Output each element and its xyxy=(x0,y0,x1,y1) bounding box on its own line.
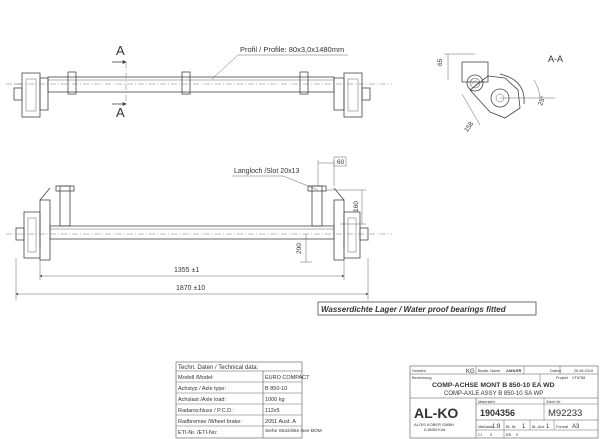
material-number: 1904356 xyxy=(480,408,515,418)
sheets-value: 1 xyxy=(546,424,550,430)
dim-1870: 1870 ±10 xyxy=(176,285,205,292)
section-letter-bottom: A xyxy=(116,105,125,120)
scale-label: Maßstab xyxy=(478,425,493,429)
weight-label: Gewicht xyxy=(412,369,427,373)
scale-value: 1:8 xyxy=(492,424,501,430)
sheets-label: Bl.-Anz. xyxy=(532,425,545,429)
tech-row-value: 112x5 xyxy=(265,408,280,414)
edited-name: ZAHLER xyxy=(506,369,522,373)
bearing-note-text: Wasserdichte Lager / Water proof bearing… xyxy=(321,305,507,314)
designation-label: Benennung xyxy=(412,376,431,380)
tech-rows: Modell /Model: EURO COMPACT Achstyp / Ax… xyxy=(176,375,322,436)
dim-158: 158 xyxy=(463,120,475,133)
top-axle-view: A A Profil / Profile: 80x3,0x1480mm xyxy=(6,43,392,120)
weight-unit: KG xyxy=(466,369,475,375)
left-hub-bottom xyxy=(15,187,51,261)
material-label: Materialnr. xyxy=(478,400,496,404)
project-value: VT6758 xyxy=(572,376,585,380)
bottom-axle-view: Langloch /Slot 20x13 60 160 200 xyxy=(6,156,392,300)
format-label: Format xyxy=(556,425,569,429)
dim-60: 60 xyxy=(337,159,345,166)
tech-row-value: B 850-10 xyxy=(265,386,287,392)
tech-table-title: Techn. Daten / Technical data: xyxy=(178,365,259,371)
format-value: A3 xyxy=(572,424,580,430)
left-hub-top xyxy=(13,72,49,118)
edited-label: Bearb. Name xyxy=(478,369,500,373)
section-letter-top: A xyxy=(116,43,125,58)
eb-label: EB xyxy=(506,433,512,437)
sheet-value: 1 xyxy=(522,424,526,430)
ci-label: CI xyxy=(478,433,482,437)
tech-row-label: ETI-Nr. /ETI-No: xyxy=(178,430,218,436)
tech-row-value: Siehe Stückliste /see BOM xyxy=(265,428,322,434)
section-view-label: A-A xyxy=(548,54,563,64)
date-value: 26.06.2018 xyxy=(574,369,593,373)
title-block: Gewicht KG Bearb. Name ZAHLER Datum 26.0… xyxy=(409,365,599,439)
tech-row-label: Achslast /Axle load: xyxy=(178,397,226,403)
sheet-label: Bl.-Nr. xyxy=(506,425,517,429)
eb-value: 0 xyxy=(516,433,518,437)
right-hub-top xyxy=(333,72,371,118)
tech-row-value: 2051 Aust. A xyxy=(265,419,296,425)
bearing-note: Wasserdichte Lager / Water proof bearing… xyxy=(317,301,537,316)
company-sub: D-89359 Kötz xyxy=(424,428,446,432)
ci-value: 0 xyxy=(490,433,492,437)
tech-row-label: Radbremse /Wheel brake: xyxy=(178,419,242,425)
drawing-title-en: COMP-AXLE ASSY B 850-10 SA WP xyxy=(444,391,543,397)
tech-row-value: EURO COMPACT xyxy=(265,375,310,381)
right-hub-bottom xyxy=(333,187,369,261)
dim-200: 200 xyxy=(296,243,303,254)
tech-row-label: Achstyp / Axle type: xyxy=(178,386,226,392)
drawing-no-label: Zeich.Nr. xyxy=(546,400,561,404)
tech-row-value: 1000 kg xyxy=(265,397,285,403)
dim-65: 65 xyxy=(437,58,444,66)
profile-label: Profil / Profile: 80x3,0x1480mm xyxy=(240,45,344,54)
date-label: Datum xyxy=(550,369,561,373)
alko-logo: AL-KO xyxy=(414,405,458,421)
dim-1355: 1355 ±1 xyxy=(174,267,199,274)
drawing-title-de: COMP-ACHSE MONT B 850-10 EA WD xyxy=(432,382,555,389)
tech-row-label: Modell /Model: xyxy=(178,375,214,381)
section-a-a-view: A-A 65 158 25° xyxy=(437,53,563,134)
dim-160: 160 xyxy=(353,201,360,212)
slot-label: Langloch /Slot 20x13 xyxy=(234,168,299,175)
company-name: ALOIS KOBER GMBH xyxy=(414,422,454,427)
technical-data-table: Techn. Daten / Technical data: Modell /M… xyxy=(175,361,322,439)
tech-row-label: Radanschluss / P.C.D.: xyxy=(178,408,235,414)
project-label: Projekt xyxy=(556,376,569,380)
drawing-number: M92233 xyxy=(548,408,582,419)
dim-25: 25° xyxy=(536,94,547,106)
